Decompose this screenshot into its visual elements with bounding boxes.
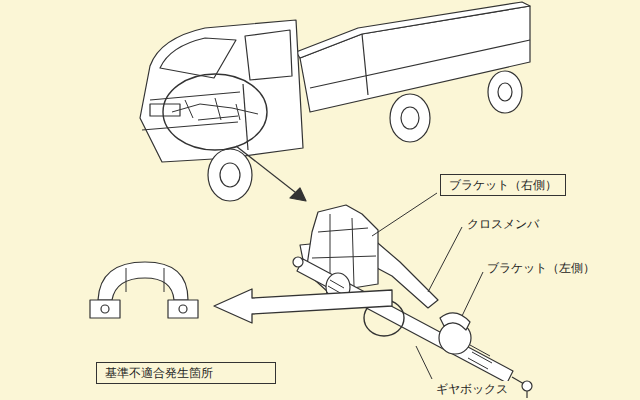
drawing-stroke: [290, 188, 306, 201]
drawing-stroke: [214, 289, 392, 323]
drawing-stroke: [526, 391, 527, 398]
drawing-stroke: [488, 71, 522, 113]
drawing-stroke: [160, 38, 236, 78]
drawing-stroke: [390, 94, 430, 142]
drawing-stroke: [172, 98, 258, 120]
drawing-stroke: [140, 20, 303, 162]
drawing-stroke: [243, 84, 248, 150]
drawing-stroke: [126, 268, 164, 292]
drawing-stroke: [512, 377, 524, 384]
drawing-stroke: [245, 30, 292, 80]
drawing-stroke: [90, 300, 198, 318]
drawing-stroke: [296, 2, 530, 58]
defect-location-box: 基準不適合発生箇所: [96, 362, 276, 384]
box-text: 基準不適合発生箇所: [105, 365, 267, 381]
drawing-stroke: [293, 257, 303, 267]
drawing-stroke: [236, 146, 300, 196]
drawing-stroke: [297, 259, 513, 383]
drawing-stroke: [416, 346, 432, 379]
drawing-stroke: [163, 74, 267, 150]
drawing-stroke: [372, 193, 437, 236]
drawing-stroke: [150, 104, 180, 116]
drawing-stroke: [468, 345, 492, 369]
drawing-stroke: [522, 381, 532, 391]
drawing-stroke: [428, 227, 462, 292]
drawing-stroke: [401, 107, 419, 129]
drawing-stroke: [179, 305, 187, 313]
drawing-stroke: [462, 272, 483, 316]
drawing-stroke: [440, 313, 470, 330]
part-label-box: ブラケット（右側）: [440, 174, 566, 196]
drawing-stroke: [142, 122, 238, 130]
drawing-stroke: [101, 305, 109, 313]
part-label: ブラケット（左側）: [485, 260, 597, 276]
box-text: ブラケット（右側）: [449, 177, 557, 193]
steering-assembly: [90, 205, 532, 398]
drawing-stroke: [208, 149, 252, 201]
drawing-stroke: [362, 34, 368, 95]
drawing-stroke: [498, 83, 512, 101]
truck: [140, 2, 530, 201]
drawing-stroke: [150, 92, 240, 100]
part-label: ギヤボックス: [434, 381, 510, 397]
drawing-stroke: [220, 163, 240, 187]
drawing-stroke: [98, 262, 188, 300]
part-label: クロスメンバ: [465, 216, 541, 232]
